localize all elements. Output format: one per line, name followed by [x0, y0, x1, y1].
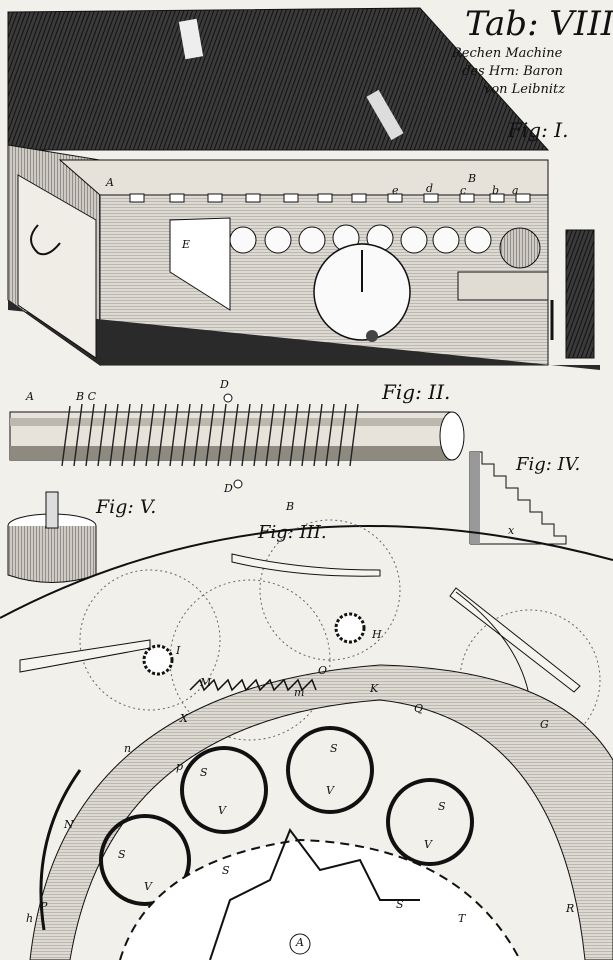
fig3-label-S3: S: [438, 800, 446, 813]
fig3-label-V4: V: [144, 880, 152, 893]
fig3-label-p: p: [176, 760, 184, 773]
fig3-toothed-gear: [119, 838, 521, 960]
fig3-label-V1: V: [218, 804, 226, 817]
fig3-label-N: N: [64, 818, 74, 831]
fig2-label-BC: B C: [76, 390, 96, 403]
fig1-label-c: c: [460, 184, 467, 197]
fig1-lid: [7, 7, 550, 151]
fig3-caption: Fig: III.: [258, 522, 327, 543]
fig1-machine: [7, 7, 600, 370]
fig1-side-door: [17, 174, 97, 359]
fig1-dials: [229, 224, 541, 269]
fig3-mechanism: [0, 519, 613, 960]
fig1-caption: Fig: I.: [508, 118, 569, 142]
fig3-ratchet: [189, 678, 317, 692]
fig1-handle: [30, 224, 61, 256]
fig2-cylinder: [9, 393, 465, 489]
fig1-panel-E: [169, 217, 231, 311]
fig1-lid-hinge: [178, 18, 204, 60]
plate-title: Tab: VIII.: [465, 4, 613, 44]
fig5-cup: [7, 491, 97, 583]
fig3-label-S2: S: [330, 742, 338, 755]
fig3-star-wheel: [209, 827, 420, 960]
fig3-axle-A: [289, 933, 311, 955]
fig2-label-D-bottom: D: [224, 482, 233, 495]
fig3-label-V3: V: [424, 838, 432, 851]
fig3-main-wheel: [29, 664, 613, 960]
fig4-label-x: x: [508, 524, 515, 537]
fig3-label-A: A: [296, 936, 304, 949]
fig1-box-base: [8, 300, 600, 370]
fig1-label-E: E: [182, 238, 191, 251]
fig3-label-n: n: [124, 742, 132, 755]
fig1-label-a: a: [512, 184, 519, 197]
fig3-label-P: P: [40, 900, 48, 913]
fig3-label-B: B: [286, 500, 295, 513]
fig1-lid-strap: [366, 89, 404, 141]
fig2-spiral-band: [61, 403, 359, 467]
fig3-label-Q: Q: [414, 702, 424, 715]
fig3-label-G: G: [540, 718, 549, 731]
fig3-label-H: H: [372, 628, 382, 641]
fig1-keys: [129, 193, 531, 203]
plate-subtitle-2: des Hrn: Baron: [462, 64, 563, 79]
fig3-label-h: h: [26, 912, 34, 925]
fig3-label-X: X: [180, 712, 188, 725]
fig2-label-D-top: D: [220, 378, 229, 391]
fig3-label-T: T: [458, 912, 466, 925]
fig3-label-I: I: [176, 644, 181, 657]
fig3-label-S5: S: [222, 864, 230, 877]
fig3-side-arm: [39, 769, 82, 931]
fig3-label-M: M: [200, 676, 212, 689]
fig1-label-A: A: [106, 176, 114, 189]
fig1-label-B: B: [468, 172, 477, 185]
fig3-outer-arc: [0, 524, 613, 619]
fig1-label-b: b: [492, 184, 500, 197]
plate-subtitle-3: von Leibnitz: [484, 82, 566, 97]
plate-subtitle-1: Rechen Machine: [452, 46, 563, 61]
fig3-label-S4: S: [118, 848, 126, 861]
fig3-label-S1: S: [200, 766, 208, 779]
fig1-label-e: e: [392, 184, 399, 197]
fig4-stepped-diagram: [469, 451, 567, 545]
fig2-caption: Fig: II.: [382, 380, 451, 404]
fig3-rings: [99, 726, 474, 906]
fig3-label-R: R: [566, 902, 575, 915]
fig4-caption: Fig: IV.: [516, 454, 581, 475]
fig3-label-m: m: [294, 686, 305, 699]
fig3-label-K: K: [370, 682, 379, 695]
fig1-label-d: d: [426, 182, 434, 195]
fig3-label-O: O: [318, 664, 328, 677]
fig2-label-A: A: [26, 390, 34, 403]
fig1-slide: [457, 271, 549, 301]
fig3-label-S6: S: [396, 898, 404, 911]
fig1-crank: [366, 330, 378, 342]
fig5-caption: Fig: V.: [96, 496, 157, 518]
fig3-label-V2: V: [326, 784, 334, 797]
fig1-right-panel: [565, 229, 595, 359]
